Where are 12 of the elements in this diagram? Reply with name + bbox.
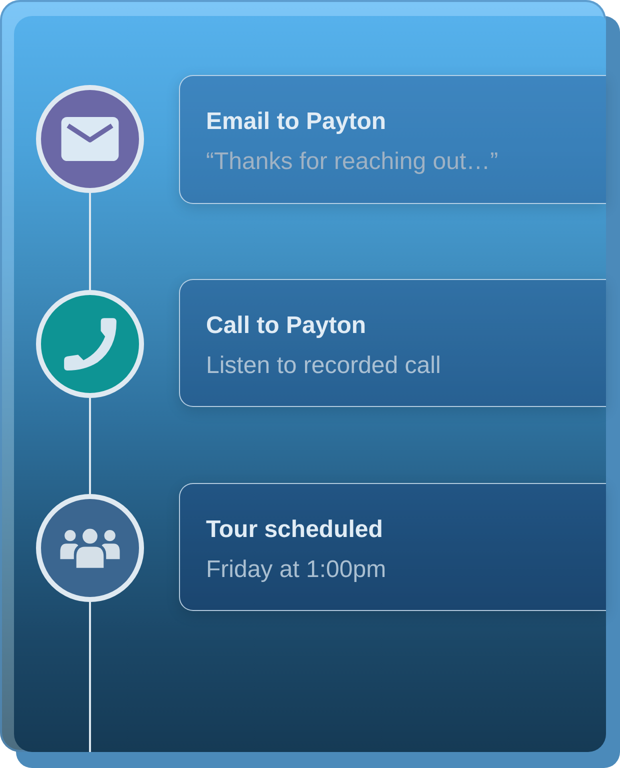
timeline-line [89, 193, 91, 290]
event-title: Email to Payton [206, 107, 386, 137]
event-card [179, 279, 606, 407]
event-card [179, 75, 606, 204]
event-title: Call to Payton [206, 311, 366, 341]
event-title: Tour scheduled [206, 515, 383, 545]
event-card [179, 483, 606, 611]
event-detail: Listen to recorded call [206, 351, 441, 381]
event-detail: “Thanks for reaching out…” [206, 147, 498, 177]
timeline-line [89, 398, 91, 494]
timeline-line [89, 602, 91, 752]
event-detail: Friday at 1:00pm [206, 555, 386, 585]
